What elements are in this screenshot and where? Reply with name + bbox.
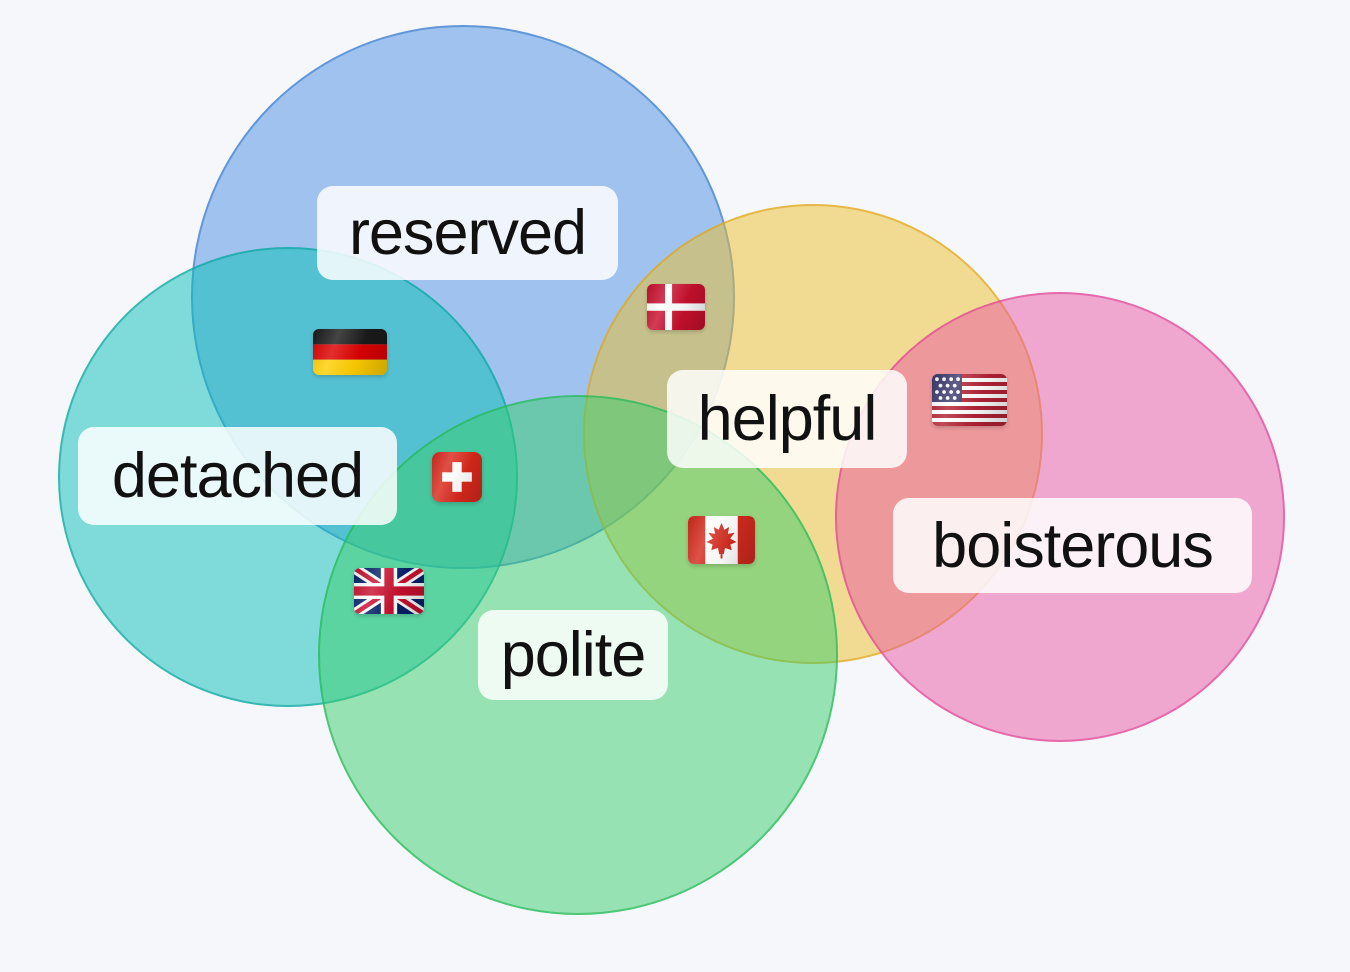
label-boisterous-text: boisterous: [932, 510, 1214, 581]
label-polite-text: polite: [500, 620, 647, 690]
label-detached: detached: [78, 427, 397, 525]
label-boisterous: boisterous: [893, 498, 1252, 593]
label-helpful: helpful: [667, 370, 907, 468]
denmark-flag-icon: [647, 284, 705, 330]
label-reserved: reserved: [317, 186, 618, 280]
label-reserved-text: reserved: [348, 198, 587, 268]
canada-flag-icon: [688, 516, 755, 564]
germany-flag-icon: [313, 329, 387, 375]
switzerland-flag-icon: [432, 452, 482, 502]
label-detached-text: detached: [111, 441, 364, 511]
uk-flag-icon: [354, 568, 424, 614]
label-helpful-text: helpful: [697, 384, 878, 454]
label-polite: polite: [478, 610, 668, 700]
usa-flag-icon: [932, 374, 1007, 426]
